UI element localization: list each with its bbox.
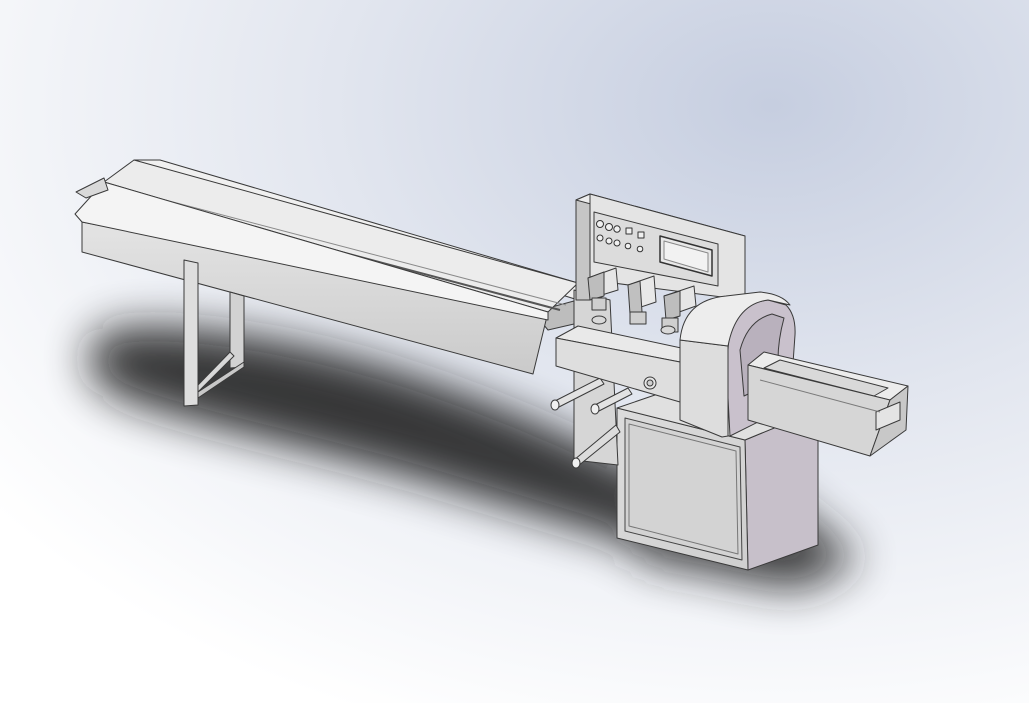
- infeed-conveyor: [74, 159, 601, 407]
- control-switch-1[interactable]: [625, 227, 633, 235]
- control-knob-7[interactable]: [624, 242, 632, 250]
- control-knob-8[interactable]: [636, 245, 644, 253]
- control-knob-6[interactable]: [613, 239, 621, 247]
- control-knob-2[interactable]: [605, 223, 613, 231]
- sealing-head-curved-top: [679, 291, 791, 347]
- conveyor-leg-frame: [183, 259, 245, 407]
- roller-mechanism: [550, 267, 701, 469]
- cabinet-door: [624, 417, 743, 561]
- control-switch-2[interactable]: [637, 231, 645, 239]
- control-knob-5[interactable]: [605, 237, 613, 245]
- roller-block-2: [627, 275, 657, 325]
- control-knob-1[interactable]: [596, 220, 604, 228]
- control-knob-3[interactable]: [613, 225, 621, 233]
- outfeed-conveyor: [747, 351, 909, 457]
- sealing-head-front: [679, 339, 729, 438]
- control-knob-4[interactable]: [596, 234, 604, 242]
- conveyor-infeed-tip: [75, 177, 109, 199]
- shaft-rods: [550, 377, 633, 469]
- control-buttons[interactable]: [596, 220, 645, 253]
- roller-block-3: [660, 285, 697, 335]
- control-box-side: [575, 193, 591, 301]
- roller-block-1: [587, 267, 619, 325]
